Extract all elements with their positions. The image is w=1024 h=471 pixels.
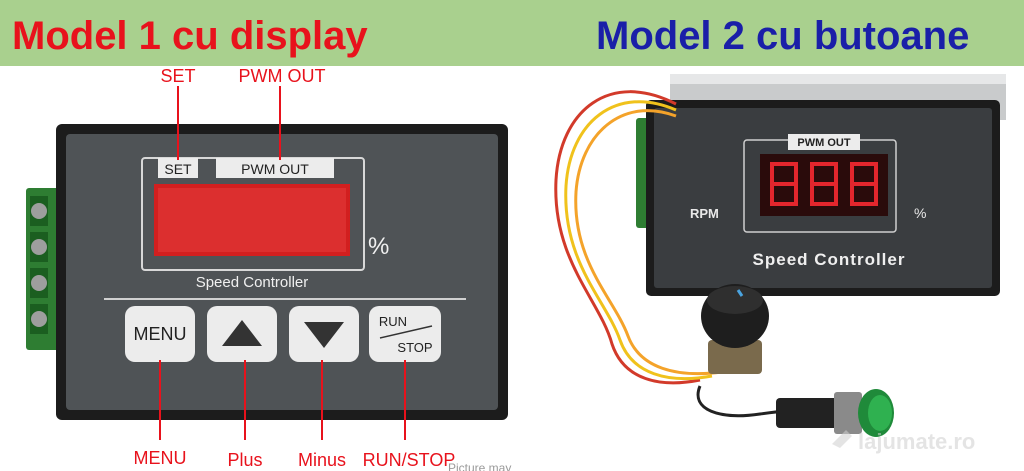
model1-stop-label: STOP bbox=[397, 340, 432, 355]
watermark-logo-icon bbox=[832, 430, 852, 448]
model2-device: PWM OUT RPM % Speed Controller bbox=[636, 74, 1006, 296]
model1-run-label: RUN bbox=[379, 314, 407, 329]
model2-push-switch[interactable] bbox=[776, 389, 894, 437]
watermark: lajumate.ro bbox=[832, 429, 975, 454]
model1-panel-title: Speed Controller bbox=[196, 274, 309, 291]
model1-set-tag-label: SET bbox=[164, 161, 192, 177]
callout-run-stop: RUN/STOP bbox=[363, 450, 456, 470]
model1-up-button[interactable] bbox=[207, 306, 277, 362]
model2-rpm-label: RPM bbox=[690, 206, 719, 221]
model1-menu-button[interactable]: MENU bbox=[125, 306, 195, 362]
model2-pwm-tag-label: PWM OUT bbox=[797, 137, 850, 149]
callout-minus: Minus bbox=[298, 450, 346, 470]
model2-title: Model 2 cu butoane bbox=[596, 14, 969, 58]
model1-percent-sign: % bbox=[368, 233, 389, 260]
watermark-text: lajumate.ro bbox=[858, 429, 975, 454]
model1-pwm-tag-label: PWM OUT bbox=[241, 161, 309, 177]
model1-down-button[interactable] bbox=[289, 306, 359, 362]
up-arrow-icon bbox=[222, 320, 262, 346]
model1-device: SET PWM OUT % Speed Controller MENU RUN … bbox=[26, 124, 508, 420]
model1-run-stop-button[interactable]: RUN STOP bbox=[369, 306, 441, 362]
header-band bbox=[0, 0, 1024, 66]
model1-terminal-block bbox=[26, 188, 62, 350]
model2-percent-sign: % bbox=[914, 205, 926, 221]
model2-led-digits bbox=[770, 162, 878, 206]
model2-pwm-tag bbox=[788, 134, 860, 150]
model2-wires bbox=[554, 90, 831, 418]
partial-caption: Picture may bbox=[448, 461, 511, 471]
model1-callout-lines bbox=[159, 86, 406, 440]
callout-set: SET bbox=[160, 66, 195, 86]
callout-plus: Plus bbox=[227, 450, 262, 470]
model1-pwm-tag bbox=[216, 158, 334, 178]
model2-potentiometer-knob[interactable] bbox=[701, 284, 769, 374]
model2-panel-title: Speed Controller bbox=[753, 250, 906, 269]
model1-menu-button-label: MENU bbox=[134, 324, 187, 344]
model1-set-tag bbox=[158, 158, 198, 178]
callout-menu: MENU bbox=[134, 448, 187, 468]
callout-pwm-out: PWM OUT bbox=[239, 66, 326, 86]
model1-title: Model 1 cu display bbox=[12, 14, 368, 58]
down-arrow-icon bbox=[304, 322, 344, 348]
